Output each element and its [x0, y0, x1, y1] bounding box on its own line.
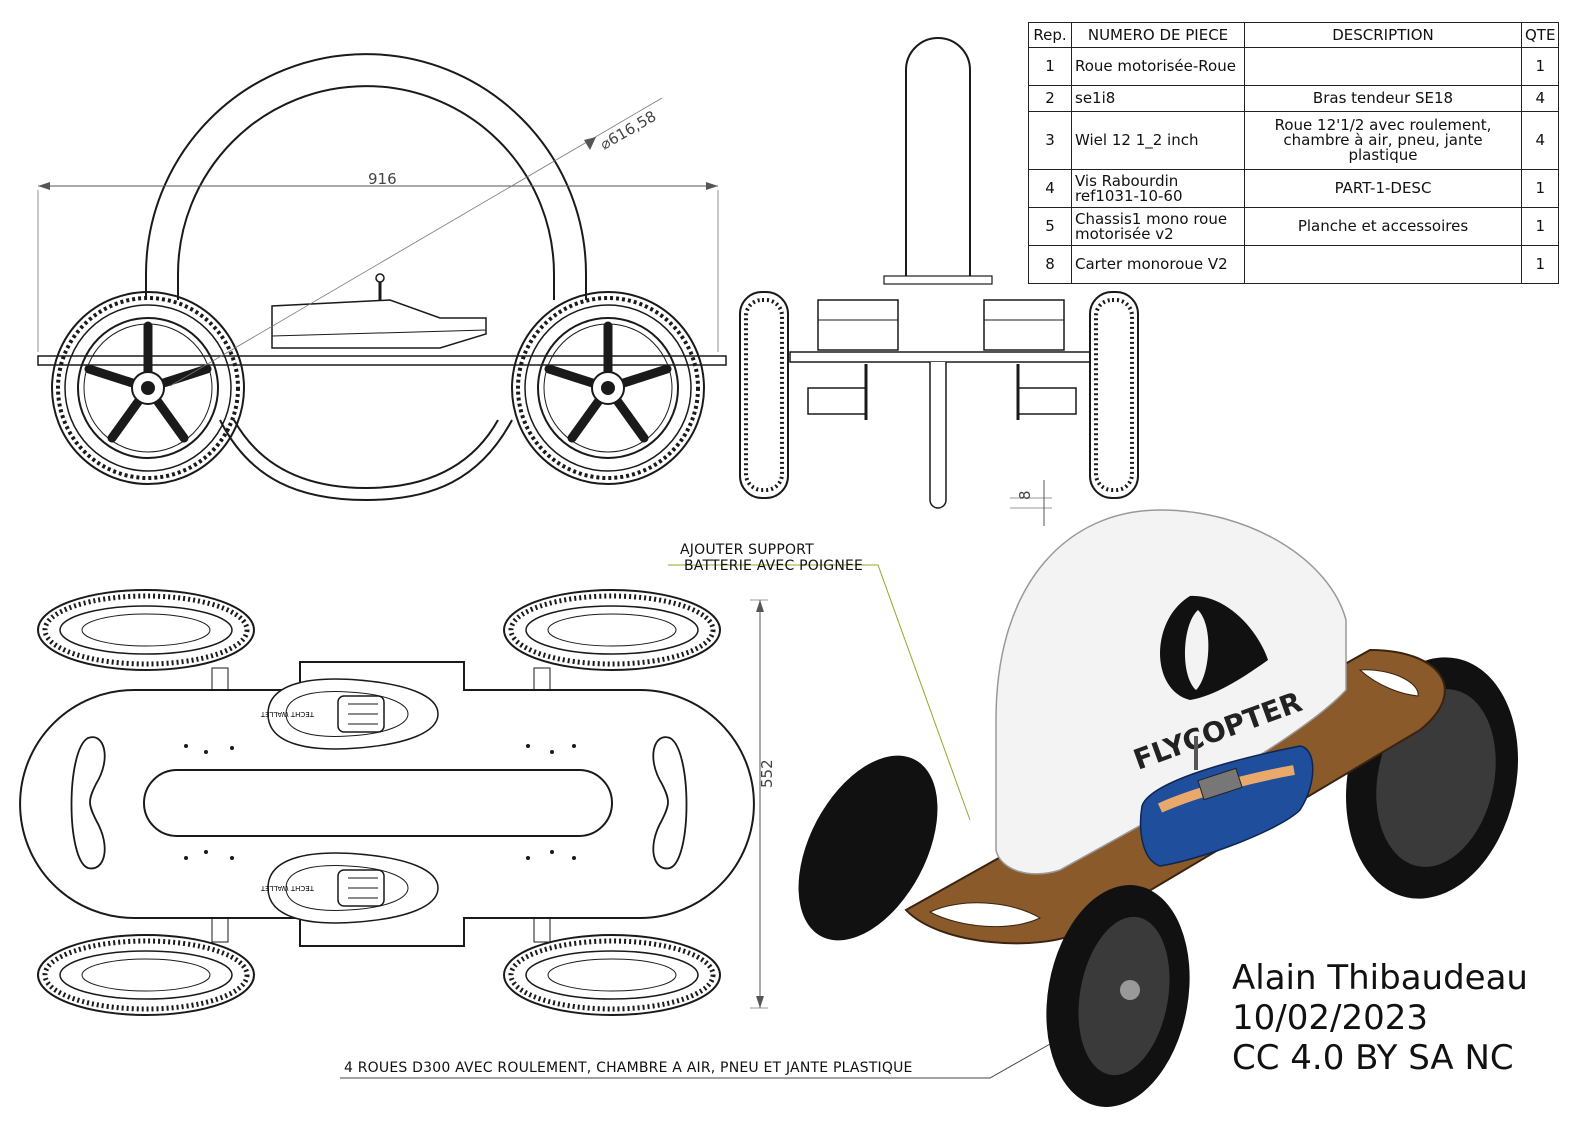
bom-qty: 1 — [1520, 47, 1560, 86]
bom-header-row: Rep. NUMERO DE PIECE DESCRIPTION QTE — [1028, 22, 1560, 48]
bom-desc — [1244, 245, 1522, 284]
bom-row: 1 Roue motorisée-Roue 1 — [1028, 47, 1560, 86]
bill-of-materials: Rep. NUMERO DE PIECE DESCRIPTION QTE 1 R… — [1028, 22, 1560, 284]
bom-part: Chassis1 mono roue motorisée v2 — [1071, 207, 1245, 246]
bom-qty: 4 — [1520, 85, 1560, 112]
battery-note-line2: BATTERIE AVEC POIGNEE — [684, 558, 864, 574]
signature-block: Alain Thibaudeau 10/02/2023 CC 4.0 BY SA… — [1232, 958, 1528, 1078]
top-view: TECHT WALLET TECHT WALLET 552 — [19, 590, 776, 1015]
wheels-leader — [340, 1043, 1051, 1079]
bom-part: Vis Rabourdin ref1031-10-60 — [1071, 169, 1245, 208]
bom-header-part: NUMERO DE PIECE — [1071, 22, 1245, 48]
battery-leader — [668, 564, 971, 821]
side-view: 916 ⌀616,58 — [37, 53, 727, 502]
bom-rep: 3 — [1028, 111, 1072, 170]
license: CC 4.0 BY SA NC — [1232, 1038, 1514, 1078]
bom-qty: 1 — [1520, 207, 1560, 246]
front-view: 8 — [739, 37, 1139, 526]
bom-header-desc: DESCRIPTION — [1244, 22, 1522, 48]
shoe-brand-top: TECHT WALLET — [260, 710, 315, 718]
bom-row: 3 Wiel 12 1_2 inch Roue 12'1/2 avec roul… — [1028, 111, 1560, 170]
bom-rep: 2 — [1028, 85, 1072, 112]
bom-rep: 8 — [1028, 245, 1072, 284]
bom-row: 2 se1i8 Bras tendeur SE18 4 — [1028, 85, 1560, 112]
drawing-date: 10/02/2023 — [1232, 998, 1428, 1038]
bom-desc — [1244, 47, 1522, 86]
bom-qty: 1 — [1520, 169, 1560, 208]
bom-qty: 4 — [1520, 111, 1560, 170]
shoe-brand-bottom: TECHT WALLET — [260, 884, 315, 892]
bom-rep: 4 — [1028, 169, 1072, 208]
bom-row: 8 Carter monoroue V2 1 — [1028, 245, 1560, 284]
wheels-note: 4 ROUES D300 AVEC ROULEMENT, CHAMBRE A A… — [344, 1060, 913, 1076]
bom-part: se1i8 — [1071, 85, 1245, 112]
bom-rep: 5 — [1028, 207, 1072, 246]
bom-desc: Bras tendeur SE18 — [1244, 85, 1522, 112]
bom-header-rep: Rep. — [1028, 22, 1072, 48]
bom-part: Wiel 12 1_2 inch — [1071, 111, 1245, 170]
dim-clearance: 8 — [1016, 490, 1034, 500]
battery-note-line1: AJOUTER SUPPORT — [680, 542, 814, 558]
bom-row: 4 Vis Rabourdin ref1031-10-60 PART-1-DES… — [1028, 169, 1560, 208]
dim-width: 552 — [758, 759, 776, 788]
bom-part: Roue motorisée-Roue — [1071, 47, 1245, 86]
bom-qty: 1 — [1520, 245, 1560, 284]
isometric-render: FLYCOPTER — [798, 509, 1518, 1107]
bom-desc: Roue 12'1/2 avec roulement, chambre à ai… — [1244, 111, 1522, 170]
bom-rep: 1 — [1028, 47, 1072, 86]
dim-length: 916 — [368, 170, 397, 188]
bom-header-qty: QTE — [1520, 22, 1560, 48]
bom-part: Carter monoroue V2 — [1071, 245, 1245, 284]
author-name: Alain Thibaudeau — [1232, 958, 1528, 998]
bom-desc: Planche et accessoires — [1244, 207, 1522, 246]
bom-desc: PART-1-DESC — [1244, 169, 1522, 208]
bom-row: 5 Chassis1 mono roue motorisée v2 Planch… — [1028, 207, 1560, 246]
